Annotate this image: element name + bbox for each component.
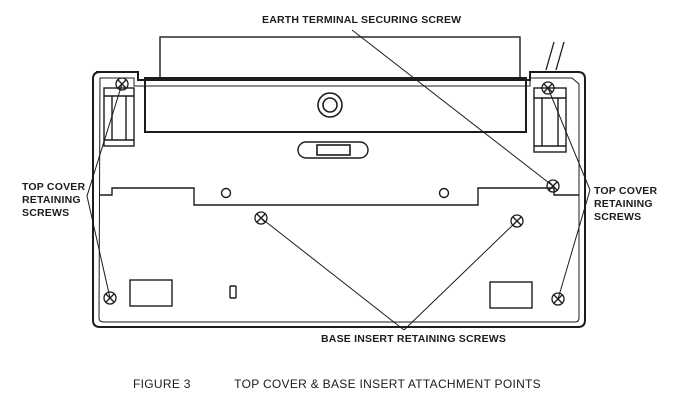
label-earth-terminal-screw: EARTH TERMINAL SECURING SCREW: [262, 14, 462, 26]
top-unit-body: [159, 36, 521, 80]
base-insert-outline: [100, 187, 579, 206]
leader-left-top: [86, 83, 123, 197]
mounting-hole-right: [438, 187, 450, 199]
left-hinge-bracket: [103, 87, 135, 147]
round-button-inner: [322, 97, 338, 113]
right-hinge-bracket: [533, 87, 567, 153]
leader-left-bottom: [86, 195, 111, 299]
mounting-hole-left: [220, 187, 232, 199]
leader-base-right: [403, 220, 518, 331]
figure-caption: FIGURE 3 TOP COVER & BASE INSERT ATTACHM…: [0, 377, 674, 391]
small-slot: [229, 285, 237, 299]
rubber-foot-left: [129, 279, 173, 307]
round-button-outer: [317, 92, 343, 118]
label-base-insert-screws: BASE INSERT RETAINING SCREWS: [321, 333, 507, 345]
label-top-cover-screws-left: TOP COVER RETAINING SCREWS: [22, 181, 86, 219]
upper-panel: [144, 77, 527, 133]
power-cable: [545, 41, 565, 71]
label-top-cover-screws-right: TOP COVER RETAINING SCREWS: [594, 185, 658, 223]
leader-right-top: [547, 87, 591, 191]
figure-number: FIGURE 3: [133, 377, 191, 391]
rubber-foot-right: [489, 281, 533, 309]
leader-earth-terminal: [351, 29, 554, 187]
slide-switch-knob: [316, 144, 351, 156]
leader-right-bottom: [557, 189, 591, 300]
leader-base-left: [260, 217, 405, 331]
outer-case-outline: [92, 71, 586, 328]
slide-switch-housing: [297, 141, 369, 159]
inner-case-outline: [98, 77, 580, 323]
figure-title: TOP COVER & BASE INSERT ATTACHMENT POINT…: [234, 377, 541, 391]
